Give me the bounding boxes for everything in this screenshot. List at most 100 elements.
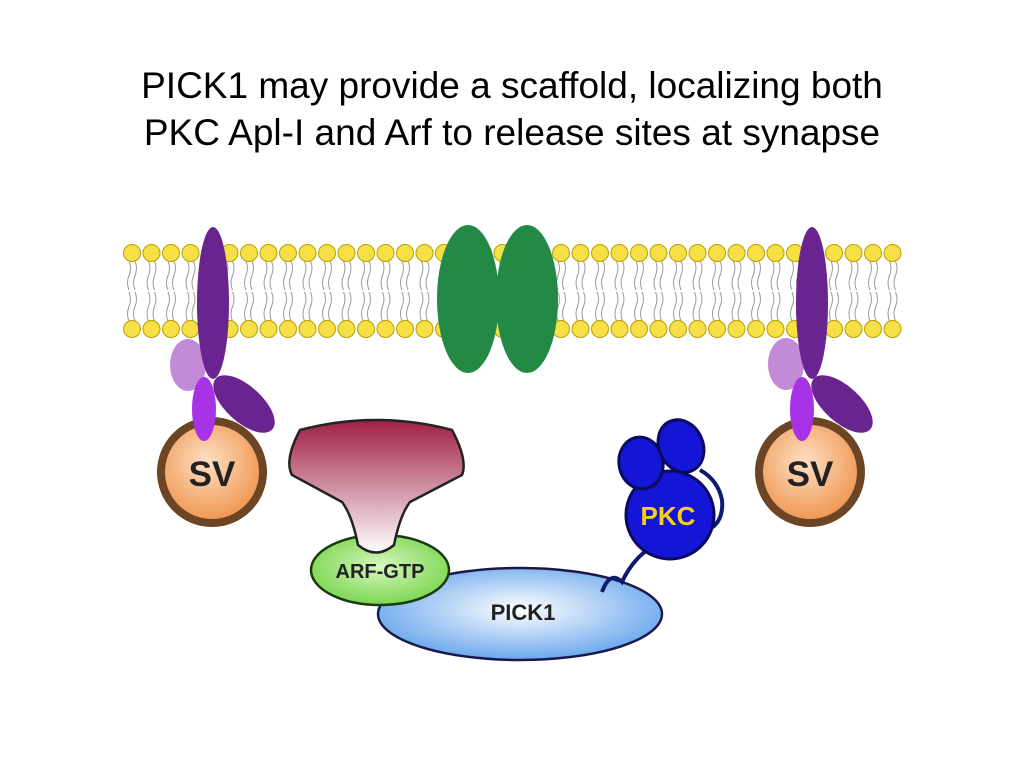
- lipid-tail: [790, 291, 794, 322]
- lipid-tail: [712, 260, 716, 291]
- lipid-head: [864, 244, 882, 262]
- lipid-tail: [659, 291, 664, 322]
- lipid-tail: [893, 291, 898, 322]
- lipid-tail: [263, 291, 268, 322]
- lipid-tail: [829, 260, 833, 291]
- pick1-protein: PICK1: [376, 566, 664, 662]
- lipid-tail: [640, 260, 644, 291]
- lipid-tail: [146, 291, 151, 322]
- lipid-head: [688, 244, 707, 262]
- lipid-tail: [770, 260, 775, 291]
- arf-effector: [288, 418, 465, 554]
- channel-subunit-left: [437, 225, 499, 373]
- lipid-tail: [614, 260, 619, 291]
- lipid-head: [883, 320, 902, 338]
- lipid-tail: [361, 291, 365, 322]
- lipid-head: [649, 320, 668, 338]
- lipid-tail: [712, 291, 716, 322]
- lipid-head: [727, 244, 746, 262]
- lipid-head: [357, 320, 375, 338]
- lipid-tail: [191, 260, 196, 291]
- lipid-tail: [581, 291, 586, 322]
- lipid-tail: [757, 260, 761, 291]
- lipid-tail: [425, 260, 430, 291]
- lipid-tail: [230, 260, 235, 291]
- lipid-tail: [419, 291, 424, 322]
- lipid-head: [552, 244, 570, 262]
- lipid-tail: [152, 291, 157, 322]
- lipid-tail: [185, 260, 190, 291]
- lipid-tail: [347, 291, 352, 322]
- lipid-tail: [620, 260, 625, 291]
- lipid-tail: [887, 291, 892, 322]
- lipid-head: [669, 244, 687, 262]
- lipid-tail: [692, 260, 697, 291]
- lipid-tail: [386, 260, 391, 291]
- lipid-tail: [659, 260, 664, 291]
- snare-bright-right: [790, 377, 814, 441]
- lipid-head: [708, 244, 726, 262]
- lipid-tail: [166, 291, 170, 322]
- lipid-tail: [302, 260, 307, 291]
- membrane-channel: [437, 225, 558, 373]
- lipid-tail: [718, 291, 722, 322]
- lipid-tail: [328, 260, 332, 291]
- lipid-tail: [848, 291, 853, 322]
- channel-subunit-right: [496, 225, 558, 373]
- lipid-tail: [322, 260, 326, 291]
- lipid-head: [298, 320, 317, 338]
- lipid-head: [396, 320, 414, 338]
- lipid-tail: [679, 291, 683, 322]
- lipid-tail: [250, 260, 254, 291]
- lipid-head: [376, 244, 395, 262]
- lipid-head: [591, 244, 609, 262]
- lipid-tail: [737, 260, 742, 291]
- lipid-head: [240, 320, 258, 338]
- lipid-tail: [562, 260, 566, 291]
- lipid-tail: [751, 291, 755, 322]
- lipid-tail: [575, 291, 580, 322]
- lipid-head: [142, 244, 161, 262]
- pick1-label: PICK1: [491, 600, 556, 625]
- lipid-tail: [692, 291, 697, 322]
- lipid-tail: [698, 291, 703, 322]
- lipid-tail: [172, 291, 176, 322]
- lipid-tail: [718, 260, 722, 291]
- lipid-tail: [269, 291, 274, 322]
- lipid-tail: [601, 291, 605, 322]
- lipid-head: [162, 244, 180, 262]
- lipid-tail: [127, 291, 131, 322]
- lipid-head: [279, 320, 297, 338]
- lipid-head: [337, 244, 356, 262]
- lipid-tail: [425, 291, 430, 322]
- lipid-tail: [191, 291, 196, 322]
- snare-transmembrane-right: [796, 227, 828, 379]
- lipid-tail: [308, 260, 313, 291]
- lipid-head: [825, 320, 843, 338]
- lipid-tail: [854, 291, 859, 322]
- lipid-tail: [848, 260, 853, 291]
- lipid-tail: [868, 291, 872, 322]
- lipid-tail: [595, 291, 599, 322]
- lipid-head: [630, 244, 648, 262]
- lipid-tail: [185, 291, 190, 322]
- snare-diagonal-right: [811, 375, 873, 433]
- lipid-tail: [731, 291, 736, 322]
- lipid-tail: [328, 291, 332, 322]
- lipid-head: [825, 244, 843, 262]
- title-line-1: PICK1 may provide a scaffold, localizing…: [141, 65, 883, 106]
- lipid-tail: [133, 291, 137, 322]
- snare-bright-left: [192, 377, 216, 441]
- lipid-tail: [835, 260, 839, 291]
- lipid-tail: [829, 291, 833, 322]
- lipid-tail: [380, 291, 385, 322]
- snare-light-lobe-right: [768, 338, 804, 390]
- lipid-head: [571, 244, 590, 262]
- lipid-tail: [244, 291, 248, 322]
- lipid-tail: [698, 260, 703, 291]
- lipid-head: [318, 244, 336, 262]
- lipid-tail: [127, 260, 131, 291]
- lipid-head: [142, 320, 161, 338]
- pkc-label: PKC: [641, 501, 696, 531]
